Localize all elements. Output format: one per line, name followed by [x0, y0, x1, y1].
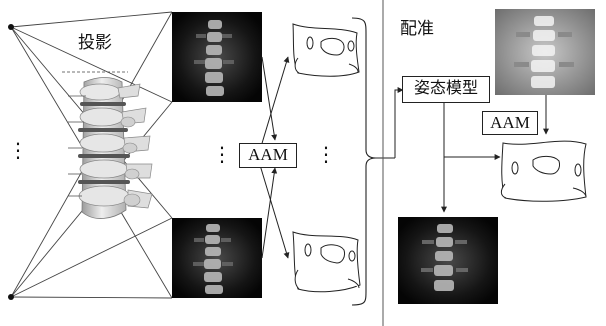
spine-3d-model	[62, 72, 152, 219]
aam-box-center: AAM	[239, 143, 297, 168]
xray-image-reference	[495, 9, 595, 95]
aam-box-right: AAM	[482, 111, 538, 135]
projection-label: 投影	[78, 28, 112, 53]
xray-image-bottom	[172, 218, 262, 298]
xray-image-top	[172, 12, 262, 102]
ellipsis-marker-outline: ⋮	[316, 150, 336, 158]
ellipsis-marker-xray: ⋮	[212, 150, 232, 158]
pose-model-box: 姿态模型	[402, 76, 490, 103]
vertebra-outline-registered	[501, 141, 586, 201]
ellipsis-marker-left: ⋮	[8, 146, 28, 154]
vertebra-outline-top	[293, 24, 359, 76]
xray-image-result	[398, 217, 498, 304]
projection-source-top	[8, 24, 14, 30]
registration-label: 配准	[400, 14, 434, 39]
projection-source-bottom	[8, 294, 14, 300]
vertebra-outline-bottom	[293, 232, 360, 292]
